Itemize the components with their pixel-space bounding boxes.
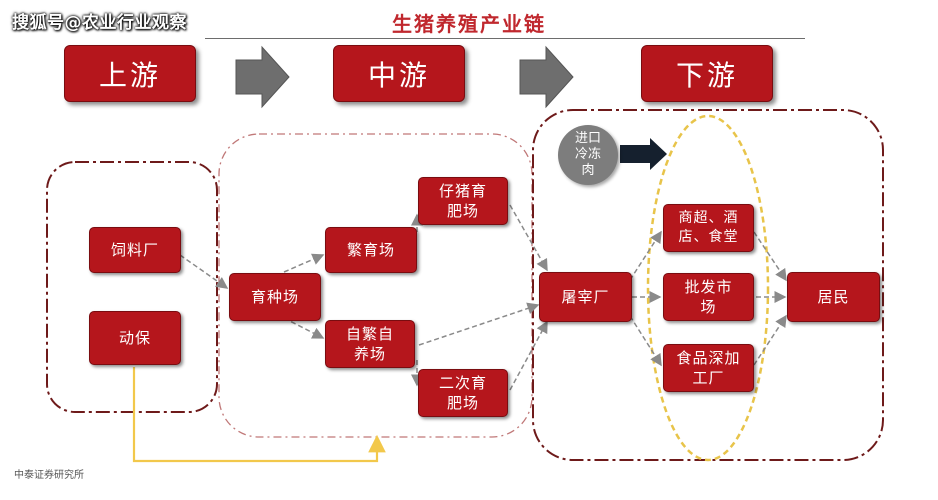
node-feed-mill: 饲料厂 [89,227,181,273]
node-propagation-farm: 繁育场 [325,227,417,273]
node-slaughterhouse: 屠宰厂 [539,272,632,322]
edge-secondary-to-slaughter [509,320,548,391]
upstream-group-border [46,161,218,413]
stage-arrow-1 [235,45,290,109]
edge-retail-to-residents [753,231,787,282]
edge-breeding-to-selfbreeding [283,317,325,339]
node-breeding-farm: 育种场 [229,273,321,321]
node-piglet-farm: 仔猪育肥场 [418,177,508,225]
stage-downstream: 下游 [641,45,773,102]
node-self-breeding-farm: 自繁自养场 [325,320,415,368]
edge-feed-to-breeding [179,254,229,289]
import-arrow [620,138,667,170]
edge-slaughter-to-retail [629,230,662,281]
source-note: 中泰证券研究所 [14,470,84,481]
title-divider [205,38,805,39]
stage-arrow-2 [519,45,574,109]
edge-slaughter-to-processing [629,315,662,367]
edge-piglet-to-slaughter [509,204,548,272]
edge-breeding-to-propagation [283,253,325,273]
channel-highlight-ellipse [646,114,770,462]
node-residents: 居民 [787,272,880,322]
edge-processing-to-residents [753,314,787,366]
edge-selfbreeding-to-slaughter [418,302,540,346]
edge-animal-health-to-midstream [132,367,386,463]
stage-upstream: 上游 [64,45,196,102]
node-imported-frozen-meat: 进口冷冻肉 [558,125,618,185]
node-retail-channels: 商超、酒店、食堂 [663,204,754,252]
node-wholesale-market: 批发市场 [663,273,754,321]
diagram-title: 生猪养殖产业链 [392,12,546,36]
node-animal-health: 动保 [89,311,181,365]
node-food-processing: 食品深加工厂 [663,344,754,392]
node-secondary-farm: 二次育肥场 [418,369,508,417]
watermark: 搜狐号@农业行业观察 [12,13,187,33]
stage-midstream: 中游 [333,45,465,102]
